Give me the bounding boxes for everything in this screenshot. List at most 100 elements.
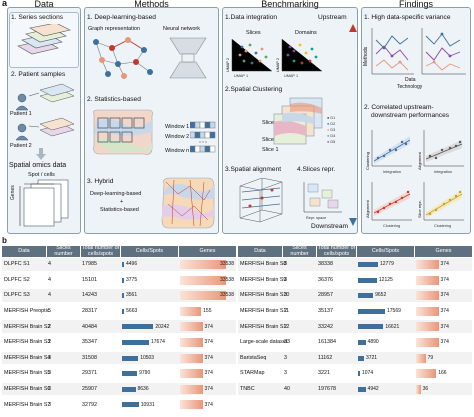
- slices-cell: 4: [48, 276, 51, 283]
- total-cell: 14243: [82, 292, 97, 299]
- total-cell: 161384: [318, 339, 336, 346]
- slices-cell: 3: [48, 386, 51, 393]
- total-cell: 11162: [318, 354, 333, 361]
- upstream-arrow-icon: [349, 24, 357, 32]
- hybrid-label: 3. Hybrid: [87, 178, 114, 185]
- slices-repr-label: 4.Slices repr.: [297, 166, 336, 173]
- patient-1-label: Patient 1: [10, 111, 32, 117]
- neural-network-label: Neural network: [163, 26, 200, 32]
- cells-value: 3561: [126, 292, 138, 299]
- genes-bar: [180, 369, 203, 379]
- cells-value: 10931: [140, 401, 155, 408]
- finding-2-line2: downstream performances: [371, 112, 450, 119]
- total-cell: 28957: [318, 292, 333, 299]
- cells-value: 4496: [126, 261, 138, 268]
- findings-title: Findings: [398, 0, 434, 9]
- total-cell: 40484: [82, 323, 97, 330]
- legend-item-d1: ● D1: [327, 116, 336, 120]
- graph-representation-label: Graph representation: [88, 26, 140, 32]
- genes-value: 155: [203, 308, 212, 315]
- dataset-name-cell: MERFISH Brain S12: [240, 323, 290, 330]
- total-cell: 197678: [318, 386, 336, 393]
- genes-value: 33538: [220, 276, 234, 283]
- right-header-total: Total number of cells/spots: [316, 245, 356, 257]
- patient-2-label: Patient 2: [10, 143, 32, 149]
- slice-1-label: Slice 1: [262, 147, 279, 153]
- dataset-name-cell: BaristaSeq: [240, 354, 267, 361]
- genes-bar: [416, 260, 439, 269]
- cells-bar: [358, 308, 385, 314]
- series-sections-label: 1. Series sections: [11, 14, 64, 21]
- genes-value: 374: [204, 370, 213, 377]
- cells-bar: [122, 262, 124, 267]
- genes-bar: [180, 322, 203, 332]
- dataset-name-cell: MERFISH Brain S10: [240, 292, 290, 299]
- dataset-name-cell: DLPFC S1: [4, 261, 30, 268]
- upstream-label: Upstream: [318, 14, 347, 21]
- dataset-name-cell: MERFISH Preoptic: [4, 308, 50, 315]
- genes-value: 33538: [220, 292, 234, 299]
- methods-title: Methods: [134, 0, 169, 9]
- panel-a-label: a: [2, 0, 8, 8]
- left-header-data: Data: [18, 247, 30, 254]
- cells-value: 5663: [126, 308, 138, 315]
- cells-bar: [122, 308, 125, 314]
- total-cell: 36376: [318, 276, 333, 283]
- data-integration-label: 1.Data integration: [225, 14, 278, 21]
- benchmarking-title: Benchmarking: [261, 0, 319, 9]
- total-cell: 33242: [318, 323, 333, 330]
- downstream-label: Downstream: [311, 223, 349, 230]
- cells-bar: [358, 340, 366, 345]
- genes-value: 374: [440, 308, 449, 315]
- slices-cell: 4: [48, 292, 51, 299]
- slices-cell: 5: [48, 308, 51, 315]
- total-cell: 25907: [82, 386, 97, 393]
- technology-axis-label: Technology: [397, 84, 423, 90]
- cells-bar: [358, 293, 374, 299]
- cells-bar: [122, 355, 139, 361]
- genes-value: 374: [204, 386, 213, 393]
- series-sections-icon: [17, 24, 71, 55]
- cells-bar: [122, 277, 124, 283]
- patient-samples-label: 2. Patient samples: [11, 71, 66, 78]
- cells-value: 3721: [365, 354, 378, 361]
- genes-value: 36: [422, 386, 429, 393]
- total-cell: 3221: [318, 370, 330, 377]
- cells-value: 12125: [378, 276, 393, 283]
- slices-cell: 2: [284, 323, 287, 330]
- spot-cells-label: Spot / cells: [28, 172, 55, 178]
- umap1-label-left: UMAP 1: [234, 74, 249, 78]
- slices-cell: 3: [48, 370, 51, 377]
- dataset-name-cell: DLPFC S2: [4, 276, 30, 283]
- genes-bar: [180, 260, 226, 269]
- genes-value: 374: [440, 276, 449, 283]
- dataset-name-cell: MERFISH Brain S6: [4, 386, 51, 393]
- downstream-arrow-icon: [349, 218, 357, 226]
- legend-item-d3: ● D3: [327, 128, 336, 132]
- genes-bar: [416, 384, 421, 394]
- cells-value: 17674: [151, 339, 165, 346]
- right-header-genes: Genes: [414, 246, 472, 257]
- slices-label: Slices: [246, 30, 261, 36]
- graph-representation-icon: [93, 37, 153, 79]
- genes-bar: [180, 353, 203, 363]
- left-header-cells: Cells/Spots: [120, 246, 178, 257]
- cells-bar: [358, 386, 366, 392]
- right-header-data: Data: [254, 247, 266, 254]
- slices-cell: 3: [48, 401, 51, 408]
- genes-bar: [416, 291, 439, 301]
- umap-scatter-icon: [231, 39, 322, 72]
- genes-bar: [180, 384, 203, 394]
- dataset-name-cell: MERFISH Brain S4: [4, 354, 51, 361]
- cells-bar: [122, 293, 124, 299]
- window-1-label: Window 1: [165, 124, 190, 130]
- repr-space-label: Repr. space: [306, 216, 327, 220]
- left-header-total: Total number of cells/spots: [80, 245, 120, 257]
